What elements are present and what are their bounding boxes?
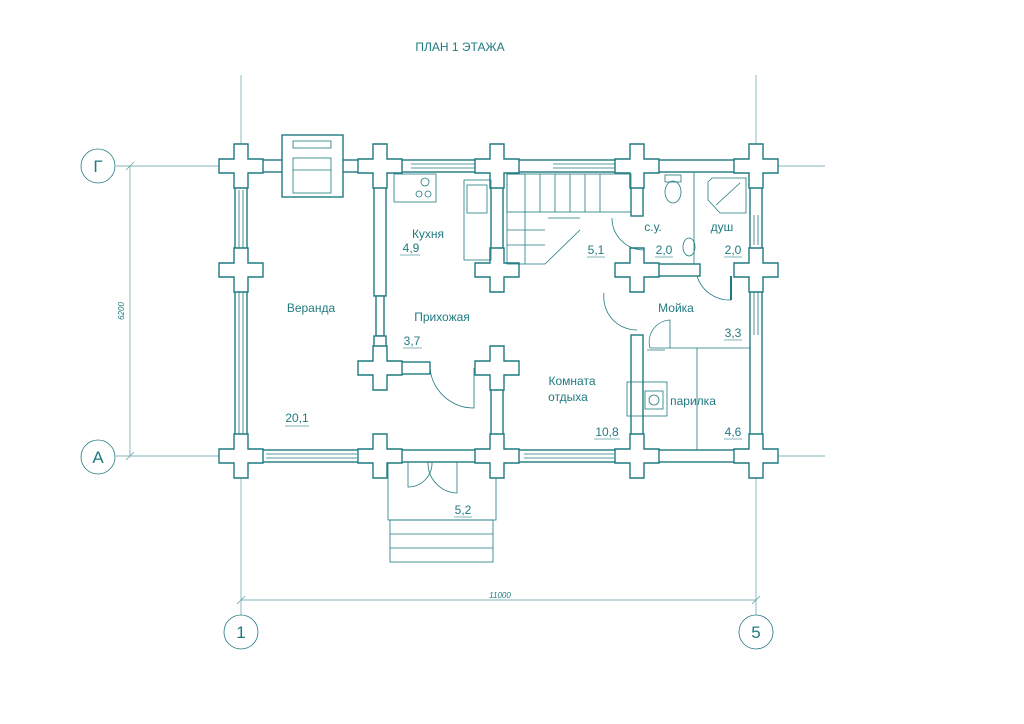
wall-cross xyxy=(218,247,264,293)
wall-corner-crosses xyxy=(218,143,779,479)
svg-text:Прихожая: Прихожая xyxy=(414,310,470,324)
wall-cross xyxy=(474,143,520,189)
axis-marker-5: 5 xyxy=(738,614,774,650)
shower-tray xyxy=(707,177,747,214)
wall-cross xyxy=(733,143,779,189)
svg-text:5: 5 xyxy=(751,623,760,642)
svg-text:2,0: 2,0 xyxy=(725,243,742,257)
wall-cross xyxy=(733,247,779,293)
plan-title: ПЛАН 1 ЭТАЖА xyxy=(415,40,504,54)
room-veranda: Веранда 20,1 xyxy=(285,301,336,427)
room-washroom: Мойка 3,3 xyxy=(658,301,742,341)
svg-text:Кухня: Кухня xyxy=(412,227,444,241)
fireplace xyxy=(281,134,344,198)
wall-cross xyxy=(357,433,403,479)
wall-cross xyxy=(357,143,403,189)
wall-cross xyxy=(474,247,520,293)
svg-text:отдыха: отдыха xyxy=(548,390,588,404)
room-kitchen: Кухня 4,9 xyxy=(400,227,444,256)
svg-text:Комната: Комната xyxy=(549,374,596,388)
dimension-vertical: 6200 xyxy=(117,161,135,461)
wall-cross xyxy=(218,143,264,189)
doors xyxy=(407,217,732,494)
room-lounge: Комната отдыха 10,8 xyxy=(548,374,620,440)
stove xyxy=(393,173,437,203)
wall-cross xyxy=(474,345,520,391)
svg-text:душ: душ xyxy=(711,220,734,234)
axis-marker-1: 1 xyxy=(223,614,259,650)
svg-text:Веранда: Веранда xyxy=(287,301,336,315)
wall-cross xyxy=(357,345,403,391)
wall-cross xyxy=(614,433,660,479)
toilet xyxy=(664,174,682,204)
svg-text:6200: 6200 xyxy=(117,302,126,320)
wall-cross xyxy=(614,247,660,293)
porch-steps xyxy=(387,461,497,563)
svg-text:5,2: 5,2 xyxy=(455,503,472,517)
staircase xyxy=(506,173,632,265)
svg-text:Мойка: Мойка xyxy=(658,301,694,315)
svg-text:11000: 11000 xyxy=(489,591,511,600)
wall-cross xyxy=(474,433,520,479)
washbasin xyxy=(682,237,696,257)
wall-cross xyxy=(733,433,779,479)
svg-text:парилка: парилка xyxy=(670,394,716,408)
svg-text:Г: Г xyxy=(93,157,102,176)
svg-text:20,1: 20,1 xyxy=(285,411,309,425)
room-hall: Прихожая 3,7 xyxy=(403,310,470,349)
room-stairs: 5,1 xyxy=(587,243,605,258)
svg-text:5,1: 5,1 xyxy=(588,243,605,257)
room-wc: с.у. 2,0 xyxy=(644,220,673,258)
svg-text:3,3: 3,3 xyxy=(725,326,742,340)
svg-text:1: 1 xyxy=(236,623,245,642)
room-shower: душ 2,0 xyxy=(711,220,742,258)
svg-text:2,0: 2,0 xyxy=(656,243,673,257)
dimension-horizontal: 11000 xyxy=(236,591,761,605)
axis-marker-a: А xyxy=(80,439,116,475)
kitchen-sink xyxy=(463,179,492,261)
svg-text:4,9: 4,9 xyxy=(403,241,420,255)
axis-marker-g: Г xyxy=(80,148,116,184)
room-steam: парилка 4,6 xyxy=(670,394,742,440)
svg-text:10,8: 10,8 xyxy=(595,425,619,439)
svg-text:4,6: 4,6 xyxy=(725,425,742,439)
wall-cross xyxy=(614,143,660,189)
sauna-stove xyxy=(626,381,668,417)
svg-text:3,7: 3,7 xyxy=(404,334,421,348)
wall-cross xyxy=(218,433,264,479)
room-porch: 5,2 xyxy=(454,503,472,518)
svg-text:А: А xyxy=(92,448,104,467)
svg-text:с.у.: с.у. xyxy=(644,220,661,234)
windows xyxy=(238,163,759,459)
